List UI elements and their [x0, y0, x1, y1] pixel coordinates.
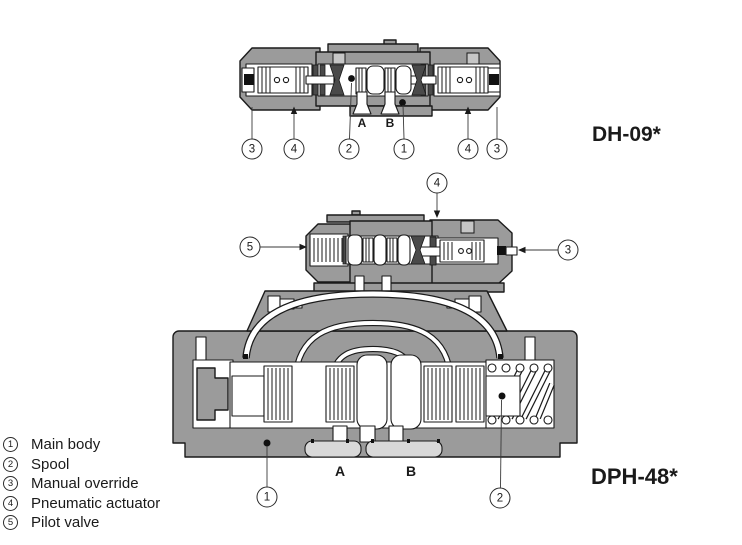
dh09-spool	[329, 64, 427, 96]
dph48-model-label: DPH-48*	[591, 464, 678, 489]
legend-label-main-body: Main body	[31, 436, 101, 453]
dh09-callout-3-right: 3	[486, 138, 508, 160]
legend-item-main-body: 1 Main body	[3, 436, 160, 453]
dph48-spool	[231, 354, 485, 430]
dh09-right-piston	[437, 66, 501, 94]
legend-item-manual-override: 3 Manual override	[3, 475, 160, 492]
dh09-leader-lines	[251, 82, 498, 139]
dh09-model-label: DH-09*	[592, 123, 661, 146]
legend-label-pilot-valve: Pilot valve	[31, 514, 100, 531]
dh09-callout-4-right: 4	[457, 138, 479, 160]
legend-num-4: 4	[3, 495, 18, 511]
dh09-manual-override-right	[489, 74, 499, 85]
dh09-manual-override-left	[244, 74, 254, 85]
legend-label-pneumatic-actuator: Pneumatic actuator	[31, 494, 161, 512]
dh09-callout-2: 2	[338, 138, 360, 160]
legend-item-pneumatic-actuator: 4 Pneumatic actuator	[3, 494, 161, 512]
dph48-return-spring	[487, 363, 555, 425]
legend-label-spool: Spool	[31, 455, 70, 473]
dph48-callout-4: 4	[426, 172, 448, 194]
dh09-port-a-channel	[352, 91, 372, 115]
dph48-callout-5: 5	[239, 236, 261, 258]
dph48-spool-dot	[498, 392, 506, 400]
dh09-port-b-channel	[380, 91, 400, 115]
pilot-manual-override	[497, 246, 506, 255]
dph48-callout-2: 2	[489, 487, 511, 509]
dh09-left-piston	[241, 66, 309, 94]
dh09-body-dot	[399, 99, 406, 106]
legend-num-2: 2	[3, 456, 18, 472]
dh09-port-b-label: B	[385, 116, 395, 130]
legend-num-3: 3	[3, 476, 18, 491]
dh09-callout-4-left: 4	[283, 138, 305, 160]
dph48-pilot-valve-drawing	[305, 210, 518, 299]
dph48-leader-lines	[260, 193, 558, 488]
dh09-port-a-label: A	[357, 116, 367, 130]
dph48-spool-piston	[485, 375, 521, 417]
dph48-port-b-cavity	[365, 440, 443, 458]
dph48-port-a-label: A	[334, 463, 346, 479]
dph48-main-body-drawing	[172, 290, 578, 458]
dph48-bottom-ports	[304, 425, 443, 458]
pilot-piston	[439, 239, 485, 263]
dph48-body-dot	[263, 439, 271, 447]
legend-num-1: 1	[3, 437, 18, 452]
dh09-callout-1: 1	[393, 138, 415, 160]
dph48-port-b-label: B	[405, 463, 417, 479]
legend-item-pilot-valve: 5 Pilot valve	[3, 514, 160, 531]
dh09-callout-3-left: 3	[241, 138, 263, 160]
dph48-callout-3: 3	[557, 239, 579, 261]
pilot-spool	[347, 234, 445, 266]
legend: 1 Main body 2 Spool 3 Manual override 4 …	[3, 436, 161, 535]
legend-label-manual-override: Manual override	[31, 475, 139, 492]
legend-item-spool: 2 Spool	[3, 455, 160, 473]
pilot-spring	[313, 238, 343, 262]
dph48-port-a-cavity	[304, 440, 362, 458]
dph48-callout-1: 1	[256, 486, 278, 508]
dh09-valve-drawing	[239, 39, 501, 117]
legend-num-5: 5	[3, 515, 18, 530]
dph48-end-cap	[196, 367, 229, 421]
dh09-spool-dot	[348, 75, 355, 82]
